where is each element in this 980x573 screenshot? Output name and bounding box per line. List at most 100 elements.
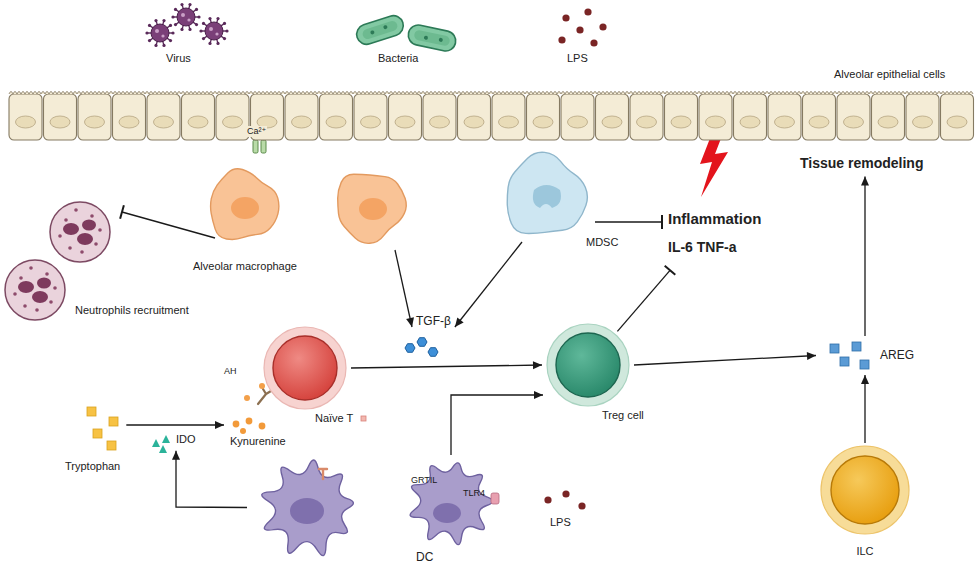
virus-icon bbox=[154, 44, 157, 47]
virus-icon bbox=[188, 3, 191, 6]
bacteria-icon bbox=[370, 30, 375, 35]
epithelium-band-shape bbox=[602, 116, 622, 128]
virus-icon bbox=[174, 23, 177, 26]
neutrophil-cell-shape bbox=[90, 214, 94, 218]
lps-dots bbox=[578, 502, 585, 509]
epithelium-band-shape bbox=[389, 94, 422, 140]
neutrophil-cell-shape bbox=[5, 260, 65, 320]
epithelium-band-shape bbox=[119, 116, 139, 128]
neutrophil-cell-shape bbox=[64, 218, 68, 222]
epithelium-band-shape bbox=[326, 116, 346, 128]
virus-icon bbox=[171, 31, 174, 34]
epithelium-band-shape bbox=[78, 94, 111, 140]
areg-molecule-shape bbox=[840, 357, 849, 366]
neutrophil-cell-shape bbox=[18, 281, 34, 293]
epithelium-band: Alveolar epithelial cells bbox=[8, 66, 974, 142]
epithelium-band-shape bbox=[154, 116, 174, 128]
epithelium-band-shape bbox=[706, 116, 726, 128]
node-label: ILC bbox=[856, 545, 873, 559]
connector bbox=[351, 361, 542, 369]
lps-dots bbox=[558, 36, 565, 43]
inhibition-bar bbox=[665, 266, 676, 275]
label-text: LPS bbox=[550, 516, 571, 530]
macrophage-cell-shape bbox=[338, 174, 407, 243]
virus-icon bbox=[202, 37, 205, 40]
connector bbox=[595, 215, 662, 229]
label-text: Bacteria bbox=[378, 52, 418, 66]
connector-line bbox=[455, 242, 522, 327]
dendritic-cell-shape bbox=[491, 493, 499, 504]
epithelium-band-shape bbox=[734, 94, 767, 140]
dendritic-cell: DC bbox=[245, 455, 375, 560]
epithelium-band-shape bbox=[913, 116, 933, 128]
metabolite-label: Kynurenine bbox=[230, 417, 286, 449]
enzyme-label-shape bbox=[152, 439, 160, 447]
node-label: AREG bbox=[880, 348, 914, 363]
macrophage-cell-shape bbox=[231, 197, 259, 219]
node-label: MDSC bbox=[586, 236, 618, 250]
dendritic-cell-shape bbox=[262, 460, 354, 556]
label-text: LPS bbox=[567, 52, 588, 66]
node-label: GRTIL bbox=[411, 475, 437, 486]
bacteria-icon bbox=[413, 29, 450, 46]
epithelium-band-shape bbox=[50, 116, 70, 128]
metabolite-label-shape bbox=[93, 429, 102, 438]
virus-icon bbox=[208, 17, 211, 20]
neutrophil-cell-shape bbox=[53, 286, 57, 290]
tgf-beta-molecules bbox=[428, 348, 438, 357]
neutrophil-cell-shape bbox=[4, 200, 116, 322]
ah-receptor bbox=[244, 395, 250, 401]
epithelium-band-shape bbox=[354, 94, 387, 140]
lps-dots bbox=[558, 8, 606, 46]
ilc-cell-shape bbox=[831, 456, 899, 524]
node-label: DC bbox=[416, 550, 433, 565]
connector-line bbox=[395, 250, 412, 327]
epithelium-band-shape bbox=[85, 116, 105, 128]
enzyme-label-shape bbox=[162, 435, 170, 443]
connector bbox=[634, 352, 816, 365]
neutrophil-cell-shape bbox=[77, 233, 93, 245]
virus-icon bbox=[171, 15, 174, 18]
virus-icon bbox=[174, 8, 177, 11]
bacteria-icon bbox=[354, 13, 457, 53]
epithelium-band-shape bbox=[361, 116, 381, 128]
inhibition-bar bbox=[120, 205, 124, 218]
macrophage-cell-shape bbox=[359, 198, 387, 220]
epithelium-band-shape bbox=[699, 94, 732, 140]
virus-icon bbox=[162, 44, 165, 47]
naive-t-cell-shape bbox=[273, 336, 337, 400]
tgf-beta-molecules bbox=[405, 338, 438, 357]
ilc-cell: ILC bbox=[820, 445, 910, 535]
enzyme-label-shape bbox=[150, 433, 151, 434]
virus-icon bbox=[148, 24, 151, 27]
macrophage-cell: Alveolar macrophage bbox=[203, 168, 413, 250]
macrophage-cell-shape bbox=[203, 168, 413, 250]
dendritic-cell-shape bbox=[319, 469, 327, 479]
connector-line bbox=[176, 451, 247, 508]
outcome-text: InflammationIL-6 TNF-a bbox=[668, 210, 761, 256]
connector bbox=[617, 266, 675, 332]
node-label: TLR4 bbox=[463, 488, 485, 499]
connector-line bbox=[634, 356, 816, 366]
virus-icon bbox=[197, 15, 200, 18]
virus-icon bbox=[205, 22, 223, 40]
areg-molecule-shape bbox=[852, 342, 861, 351]
epithelium-band-shape bbox=[878, 116, 898, 128]
virus-icon bbox=[181, 13, 185, 17]
metabolite-label-shape bbox=[107, 441, 116, 450]
bacteria-icon bbox=[354, 13, 406, 47]
calcium-channel bbox=[253, 140, 266, 153]
virus-icon bbox=[151, 24, 169, 42]
ilc-cell-shape bbox=[821, 446, 909, 534]
node-label: Kynurenine bbox=[230, 435, 286, 449]
label-text: AH bbox=[224, 366, 237, 377]
connector bbox=[455, 242, 522, 327]
areg-molecule-shape bbox=[822, 340, 823, 341]
node-label: Tryptophan bbox=[65, 460, 120, 474]
arrow-head bbox=[861, 177, 869, 186]
epithelium-band-shape bbox=[395, 116, 415, 128]
dendritic-cell-shape bbox=[290, 498, 324, 524]
epithelium-band-shape bbox=[44, 94, 77, 140]
node-label: Naïve T bbox=[315, 412, 353, 426]
virus-icon bbox=[195, 8, 198, 11]
